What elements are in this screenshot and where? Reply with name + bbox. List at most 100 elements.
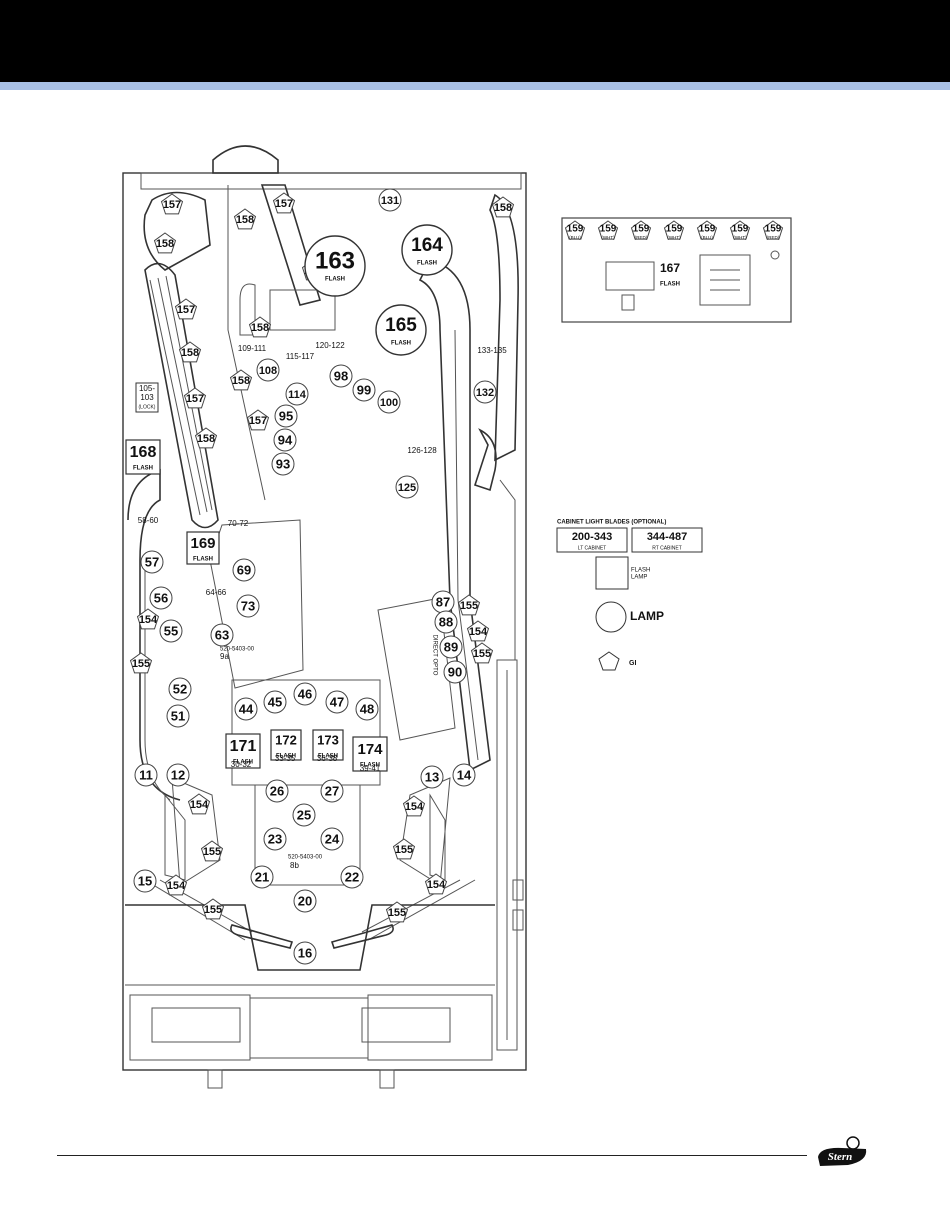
- label-103: 103: [140, 393, 154, 402]
- lamp-26-label: 26: [270, 783, 284, 798]
- lamp-47-shape: [325, 690, 349, 714]
- gi-lamp-154-shape: [402, 795, 426, 817]
- gi-lamp-155-label: 155: [203, 846, 221, 858]
- gi-lamp-155-shape: [457, 594, 481, 616]
- legend: CABINET LIGHT BLADES (OPTIONAL) 200-343 …: [556, 520, 703, 671]
- lamp-22-label: 22: [345, 869, 359, 884]
- playfield-outline: [122, 145, 527, 1089]
- legend-right-cabinet-box: [631, 527, 703, 553]
- flash-164-caption: FLASH: [417, 261, 437, 267]
- flash-168-number: 168: [130, 444, 157, 461]
- lamp-16-shape: [293, 941, 317, 965]
- flash-174-number: 174: [357, 741, 383, 758]
- gi-lamp-154-shape: [164, 874, 188, 896]
- label-33-35: 33-35: [275, 754, 296, 763]
- gi-lamp-154-label: 154: [190, 799, 209, 811]
- lamp-20-label: 20: [298, 893, 312, 908]
- flash-173-number: 173: [317, 732, 339, 747]
- pcb-8b-label: 8b: [290, 861, 299, 870]
- lamp-44-label: 44: [239, 701, 254, 716]
- lamp-24-label: 24: [325, 831, 340, 846]
- backbox-gi-5-color: (WHT): [733, 235, 747, 240]
- lamp-56-label: 56: [154, 590, 168, 605]
- lamp-44-shape: [234, 697, 258, 721]
- gi-lamp-158-shape: [248, 316, 272, 338]
- stern-logo: Stern: [818, 1136, 867, 1166]
- gi-lamp-154-label: 154: [405, 801, 424, 813]
- lamp-13-label: 13: [425, 769, 439, 784]
- flash-169-number: 169: [190, 535, 215, 552]
- gi-lamp-155-label: 155: [395, 844, 413, 856]
- gi-lamp-157-shape: [174, 298, 198, 320]
- flash-172-shape: [270, 729, 302, 761]
- gi-lamp-155-shape: [129, 652, 153, 674]
- flash-164-number: 164: [411, 235, 443, 256]
- lamp-131-shape: [378, 188, 402, 212]
- lamp-114-shape: [285, 382, 309, 406]
- backbox-gi-5-label: 159: [732, 224, 749, 235]
- pcb-8b-part: 520-5403-00: [288, 855, 323, 861]
- lamp-88-label: 88: [439, 614, 453, 629]
- gi-lamp-158-shape: [233, 208, 257, 230]
- lamp-27-shape: [320, 779, 344, 803]
- lamp-131-label: 131: [381, 195, 399, 207]
- flash-171-shape: [225, 733, 261, 769]
- gi-lamp-157-shape: [160, 193, 184, 215]
- lamp-108-shape: [256, 358, 280, 382]
- lamp-69-label: 69: [237, 562, 251, 577]
- lamp-125-label: 125: [398, 482, 416, 494]
- legend-gi-icon: [598, 651, 620, 671]
- label-126-128: 126-128: [407, 446, 437, 455]
- lamp-56-shape: [149, 586, 173, 610]
- flash-168-caption: FLASH: [133, 466, 153, 472]
- gi-lamp-155-shape: [201, 898, 225, 920]
- backbox-gi-3-label: 159: [666, 224, 683, 235]
- legend-left-range: 200-343: [572, 531, 612, 543]
- gi-lamp-157-shape: [272, 192, 296, 214]
- lamp-48-shape: [355, 697, 379, 721]
- lamp-98-label: 98: [334, 368, 348, 383]
- lamp-48-label: 48: [360, 701, 374, 716]
- label-115-117: 115-117: [286, 352, 315, 361]
- lamp-46-label: 46: [298, 686, 312, 701]
- lamp-63-shape: [210, 623, 234, 647]
- lamp-12-label: 12: [171, 767, 185, 782]
- lamp-132-shape: [473, 380, 497, 404]
- lamp-95-shape: [274, 404, 298, 428]
- lamp-94-shape: [273, 428, 297, 452]
- lamp-89-shape: [439, 635, 463, 659]
- lamp-114-label: 114: [288, 389, 307, 401]
- lamp-20-shape: [293, 889, 317, 913]
- gi-lamp-158-label: 158: [156, 238, 174, 250]
- lamp-25-label: 25: [297, 807, 311, 822]
- label-70-72: 70-72: [228, 519, 249, 528]
- gi-lamp-158-label: 158: [236, 214, 254, 226]
- gi-lamp-154-shape: [136, 608, 160, 630]
- legend-right-caption: RT CABINET: [652, 545, 682, 551]
- backbox-gi-4-color: (BLU): [701, 235, 713, 240]
- flash-173-caption: FLASH: [318, 754, 338, 760]
- backbox-gi-5-shape: [729, 220, 751, 240]
- backbox-gi-2-shape: [630, 220, 652, 240]
- lamp-26-shape: [265, 779, 289, 803]
- gi-lamp-157-label: 157: [275, 198, 293, 210]
- backbox-gi-1-shape: [597, 220, 619, 240]
- flash-169-shape: [186, 531, 220, 565]
- backbox-gi-3-shape: [663, 220, 685, 240]
- gi-lamp-157-label: 157: [249, 415, 267, 427]
- gi-lamp-154-label: 154: [469, 626, 488, 638]
- gi-lamp-155-label: 155: [473, 648, 491, 660]
- gi-lamp-158-label: 158: [251, 322, 269, 334]
- legend-flash-lamp-icon: [595, 556, 629, 590]
- gi-lamp-157-shape: [183, 387, 207, 409]
- lamp-98-shape: [329, 364, 353, 388]
- lamp-27-label: 27: [325, 783, 339, 798]
- lamp-69-shape: [232, 558, 256, 582]
- backbox-gi-0-shape: [564, 220, 586, 240]
- label-lock: (LOCK): [139, 404, 156, 410]
- gi-lamp-154-shape: [424, 873, 448, 895]
- backbox-gi-2-label: 159: [633, 224, 650, 235]
- lamp-51-shape: [166, 704, 190, 728]
- backbox-lamp-panel: [561, 217, 792, 323]
- label-109-111: 109-111: [238, 344, 267, 353]
